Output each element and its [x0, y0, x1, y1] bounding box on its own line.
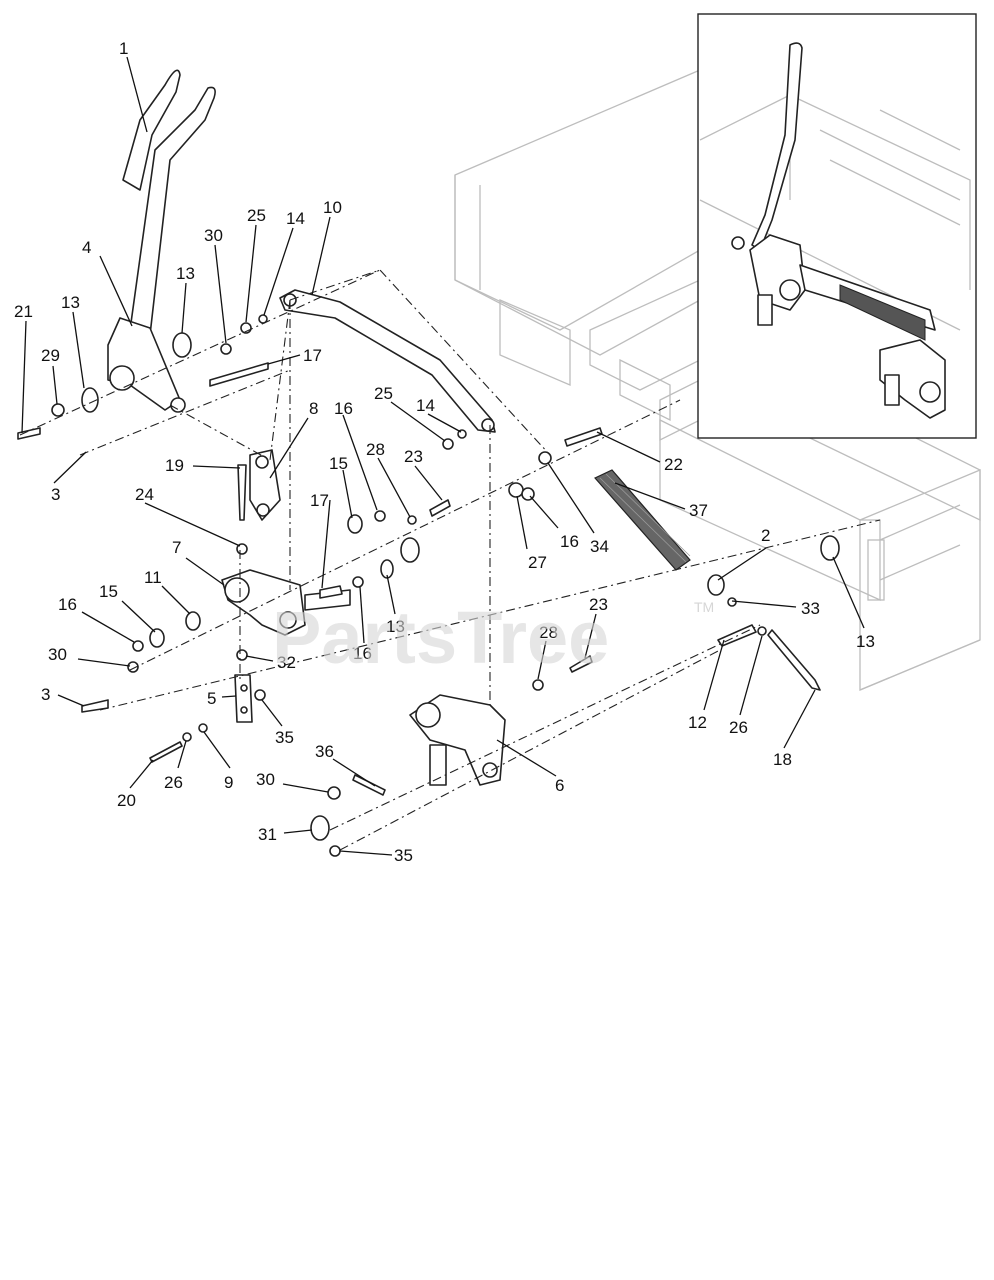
callout-31: 31	[258, 825, 277, 844]
callout-23: 23	[404, 447, 423, 466]
callout-3: 3	[51, 485, 60, 504]
callout-15: 15	[99, 582, 118, 601]
watermark-text: PartsTree	[272, 596, 609, 679]
callout-33: 33	[801, 599, 820, 618]
callout-23: 23	[589, 595, 608, 614]
callout-16: 16	[334, 399, 353, 418]
callout-14: 14	[416, 396, 435, 415]
callout-16: 16	[353, 644, 372, 663]
callout-13: 13	[856, 632, 875, 651]
assembly-centerlines	[19, 269, 881, 851]
callout-22: 22	[664, 455, 683, 474]
part-handles	[107, 69, 216, 413]
part-bushings	[81, 332, 840, 841]
callout-6: 6	[555, 776, 564, 795]
leader-lines	[21, 56, 865, 856]
inset-assembly-view	[697, 13, 977, 439]
callout-15: 15	[329, 454, 348, 473]
callout-5: 5	[207, 689, 216, 708]
callout-13: 13	[176, 264, 195, 283]
callout-30: 30	[204, 226, 223, 245]
part-spring-37	[594, 469, 691, 571]
callout-25: 25	[374, 384, 393, 403]
callout-26: 26	[729, 718, 748, 737]
callout-27: 27	[528, 553, 547, 572]
callout-21: 21	[14, 302, 33, 321]
watermark: PartsTree TM	[272, 596, 714, 679]
callout-32: 32	[277, 653, 296, 672]
part-bracket-7	[221, 569, 351, 636]
callout-10: 10	[323, 198, 342, 217]
part-small-hardware	[17, 314, 767, 857]
callout-35: 35	[394, 846, 413, 865]
callout-9: 9	[224, 773, 233, 792]
chassis-frame	[454, 69, 981, 691]
callout-4: 4	[82, 238, 91, 257]
part-bracket-6	[409, 694, 506, 786]
callout-11: 11	[144, 568, 162, 587]
callout-35: 35	[275, 728, 294, 747]
part-pin-18	[767, 629, 821, 691]
callout-14: 14	[286, 209, 305, 228]
callout-18: 18	[773, 750, 792, 769]
callout-30: 30	[48, 645, 67, 664]
callout-3: 3	[41, 685, 50, 704]
callout-36: 36	[315, 742, 334, 761]
callout-34: 34	[590, 537, 609, 556]
callout-30: 30	[256, 770, 275, 789]
callout-2: 2	[761, 526, 770, 545]
callout-37: 37	[689, 501, 708, 520]
callout-29: 29	[41, 346, 60, 365]
callout-1: 1	[119, 39, 128, 58]
callout-26: 26	[164, 773, 183, 792]
callout-25: 25	[247, 206, 266, 225]
callout-19: 19	[165, 456, 184, 475]
callout-13: 13	[61, 293, 80, 312]
callout-16: 16	[560, 532, 579, 551]
callout-28: 28	[366, 440, 385, 459]
callout-24: 24	[135, 485, 154, 504]
callout-17: 17	[303, 346, 322, 365]
callout-28: 28	[539, 623, 558, 642]
watermark-trademark: TM	[694, 599, 714, 615]
callout-12: 12	[688, 713, 707, 732]
part-plate-8	[249, 449, 281, 521]
part-block-5	[234, 674, 253, 723]
callout-13: 13	[386, 617, 405, 636]
callout-8: 8	[309, 399, 318, 418]
callouts: 1 4 21 13 13 30 25 14 10 29 17 3 8 16 25…	[14, 39, 875, 865]
callout-20: 20	[117, 791, 136, 810]
callout-16: 16	[58, 595, 77, 614]
callout-7: 7	[172, 538, 181, 557]
callout-17: 17	[310, 491, 329, 510]
